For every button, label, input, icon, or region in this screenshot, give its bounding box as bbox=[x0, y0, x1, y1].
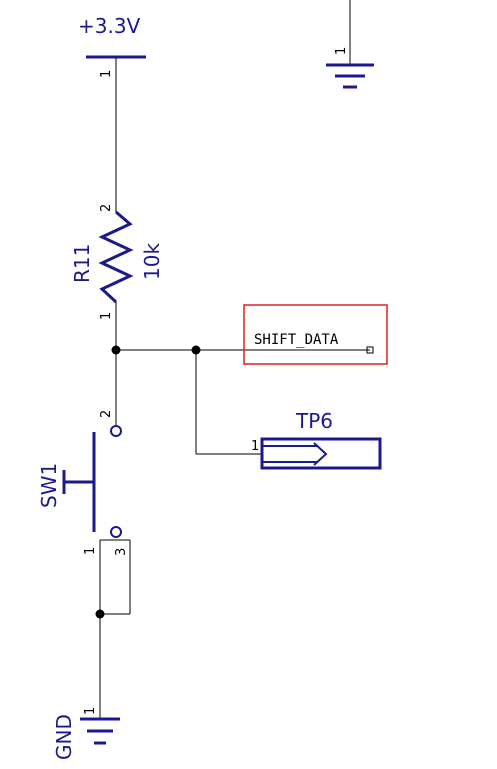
switch-pin-left: 1 bbox=[83, 547, 98, 555]
net-label: SHIFT_DATA bbox=[254, 332, 339, 348]
ground-symbol: 1 GND bbox=[52, 614, 120, 760]
resistor-value: 10k bbox=[140, 243, 164, 280]
switch-ref: SW1 bbox=[37, 463, 61, 508]
test-point-arrow bbox=[313, 442, 328, 466]
resistor-ref: R11 bbox=[70, 244, 94, 283]
test-point-box bbox=[260, 437, 382, 470]
switch-pin-right: 3 bbox=[114, 548, 129, 556]
resistor-zigzag bbox=[98, 210, 134, 304]
ground-pin-number: 1 bbox=[83, 707, 98, 715]
switch-sw1: SW1 2 1 3 bbox=[37, 350, 131, 619]
resistor-r11: R11 10k 2 1 bbox=[70, 204, 164, 350]
net-port-square bbox=[366, 346, 374, 354]
switch-contact-top bbox=[110, 425, 122, 437]
supply-pin-number: 1 bbox=[99, 70, 114, 78]
net-highlight-box bbox=[243, 304, 388, 365]
test-point-pin-number: 1 bbox=[251, 439, 259, 454]
top-ground-pin-number: 1 bbox=[334, 47, 349, 55]
top-ground-symbol: 1 bbox=[326, 0, 374, 89]
test-point-tp6: TP6 1 bbox=[251, 409, 382, 470]
switch-contact-bottom bbox=[110, 526, 122, 538]
supply-symbol: +3.3V 1 bbox=[78, 14, 146, 212]
test-point-ref: TP6 bbox=[295, 409, 333, 433]
switch-pin-top: 2 bbox=[99, 410, 114, 418]
resistor-pin-top: 2 bbox=[99, 204, 114, 212]
supply-label: +3.3V bbox=[78, 14, 141, 38]
ground-label: GND bbox=[52, 714, 76, 760]
resistor-pin-bottom: 1 bbox=[99, 312, 114, 320]
shift-data-net: SHIFT_DATA bbox=[111, 304, 388, 455]
